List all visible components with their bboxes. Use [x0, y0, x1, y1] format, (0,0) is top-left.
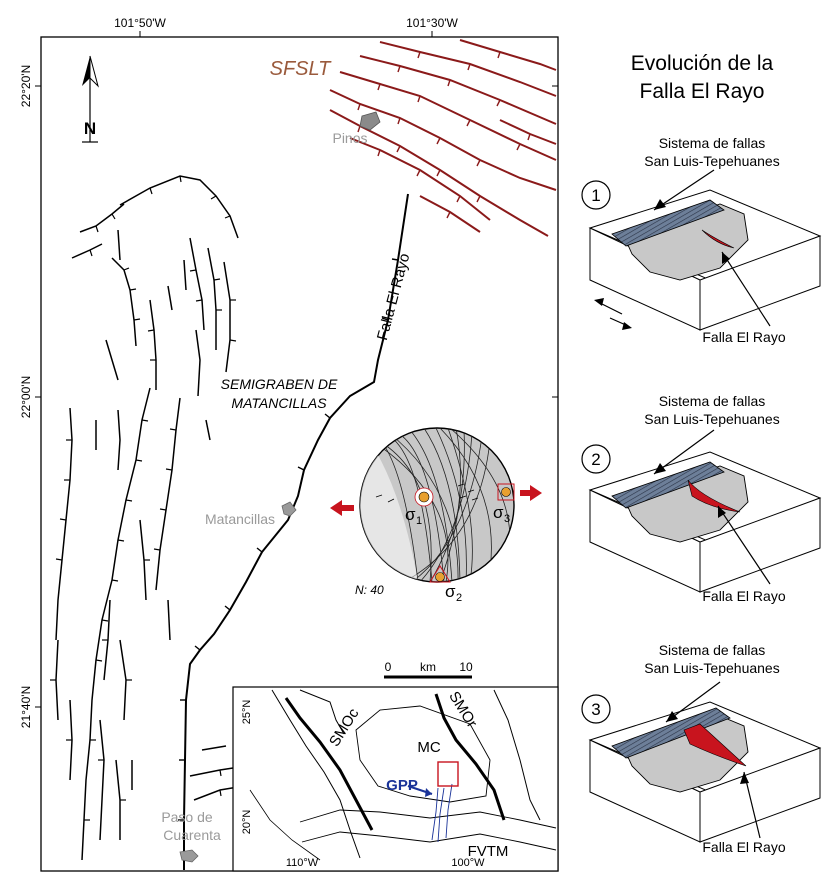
- inset-gpp-label: GPP: [386, 777, 418, 794]
- north-arrow: N: [82, 55, 99, 143]
- coord-top-1: 101°50'W: [114, 16, 166, 30]
- sigma1-sub: 1: [416, 515, 422, 527]
- inset-study-area-box: [437, 761, 459, 787]
- extension-arrow-west-icon: [330, 500, 354, 516]
- stage-2-number: 2: [591, 450, 600, 469]
- stage-1-sistema-line1: Sistema de fallas: [659, 135, 766, 151]
- scale-unit: km: [420, 660, 436, 674]
- falla-el-rayo-ticks: [178, 258, 399, 821]
- inset-mc-label: MC: [417, 739, 440, 756]
- sigma3-sub: 3: [504, 513, 510, 525]
- inset-lat-20: 20°N: [241, 810, 253, 835]
- semigraben-label-line1: SEMIGRABEN DE: [221, 376, 338, 392]
- western-fault-ticks: [50, 175, 237, 821]
- north-label: N: [84, 119, 96, 138]
- inset-lon-100: 100°W: [451, 857, 485, 869]
- pinos-town-icon: [359, 111, 381, 131]
- stage-2-sistema-line1: Sistema de fallas: [659, 393, 766, 409]
- evolution-title-line2: Falla El Rayo: [640, 80, 765, 103]
- scale-zero: 0: [385, 660, 392, 674]
- sfslt-label: SFSLT: [270, 58, 333, 80]
- evolution-title-line1: Evolución de la: [631, 52, 774, 75]
- inset-lon-110: 110°W: [286, 857, 319, 869]
- sigma2-sub: 2: [456, 592, 462, 604]
- falla-el-rayo-trace: [183, 193, 409, 870]
- coord-left-3: 21°40'N: [19, 686, 33, 728]
- paso-label-line2: Cuarenta: [163, 827, 221, 843]
- stage-1-strike-slip-arrows-icon: [594, 298, 632, 330]
- scale-max: 10: [459, 660, 473, 674]
- stage-1-number: 1: [591, 186, 600, 205]
- paso-town-icon: [179, 849, 199, 863]
- stage-3-number: 3: [591, 700, 600, 719]
- pinos-label: Pinos: [332, 130, 367, 146]
- inset-map: SMOc SMOr MC GPP FVTM 25°N 20°N 110°W 10…: [232, 686, 559, 872]
- stage-2-block: Sistema de fallas San Luis-Tepehuanes 2 …: [581, 393, 822, 604]
- coord-left-1: 22°20'N: [19, 65, 33, 107]
- sigma2-label: σ: [445, 582, 456, 601]
- inset-lat-25: 25°N: [241, 700, 253, 725]
- extension-arrow-east-icon: [520, 485, 542, 501]
- stage-3-sistema-line2: San Luis-Tepehuanes: [644, 660, 779, 676]
- coord-top-2: 101°30'W: [406, 16, 458, 30]
- sigma1-label: σ: [405, 505, 416, 524]
- stage-1-sistema-line2: San Luis-Tepehuanes: [644, 153, 779, 169]
- stage-2-falla: Falla El Rayo: [702, 588, 785, 604]
- stereonet: σ 1 σ 3 σ 2 N: 40: [330, 427, 542, 604]
- stereonet-n-label: N: 40: [355, 583, 384, 597]
- inset-fvtm-label: FVTM: [468, 843, 509, 860]
- sigma3-label: σ: [493, 503, 504, 522]
- coord-left-2: 22°00'N: [19, 376, 33, 418]
- stage-1-falla: Falla El Rayo: [702, 329, 785, 345]
- matancillas-label: Matancillas: [205, 511, 275, 527]
- stage-1-block: Sistema de fallas San Luis-Tepehuanes 1 …: [581, 135, 822, 345]
- paso-label-line1: Paso de: [161, 809, 213, 825]
- stage-3-falla: Falla El Rayo: [702, 839, 785, 855]
- sfslt-fault-ticks: [357, 51, 531, 219]
- matancillas-town-icon: [281, 501, 297, 517]
- stage-3-block: Sistema de fallas San Luis-Tepehuanes 3 …: [581, 642, 822, 855]
- stage-2-sistema-line2: San Luis-Tepehuanes: [644, 411, 779, 427]
- scale-bar: 0 km 10: [384, 660, 473, 679]
- stage-3-sistema-line1: Sistema de fallas: [659, 642, 766, 658]
- semigraben-label-line2: MATANCILLAS: [231, 395, 327, 411]
